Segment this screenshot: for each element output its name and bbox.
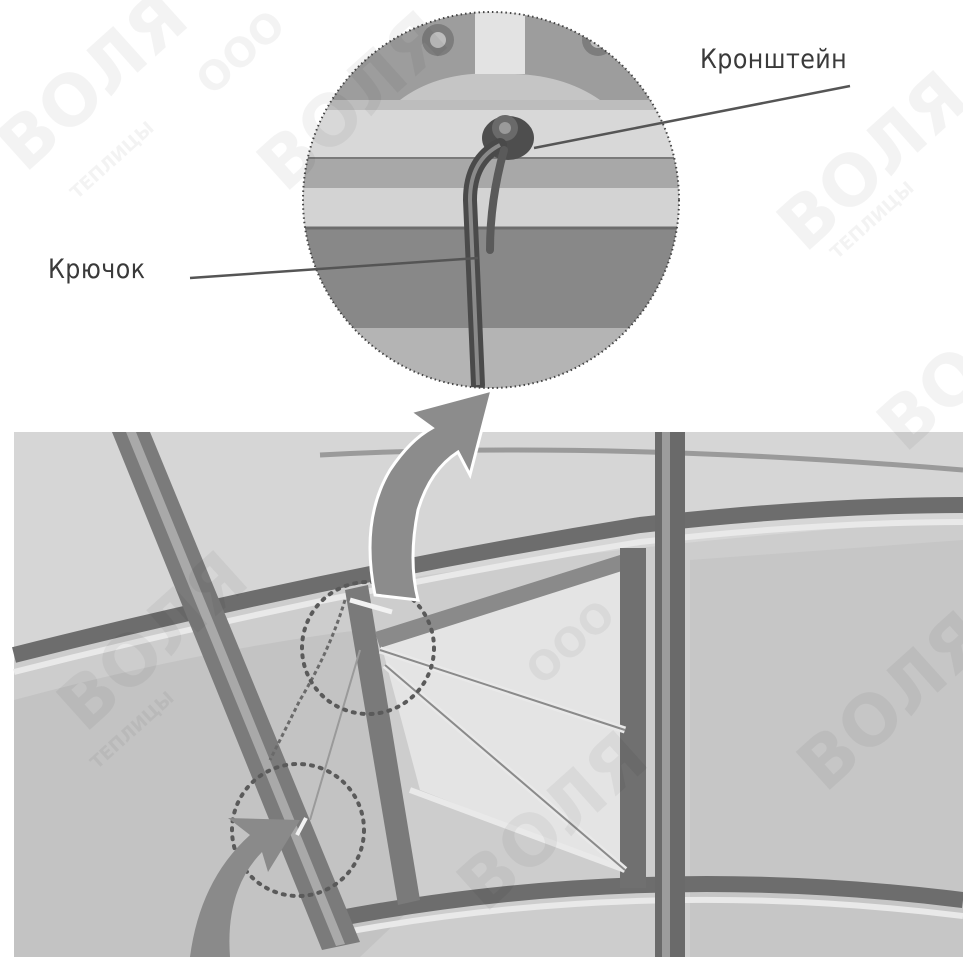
zoom-band-5 xyxy=(300,328,680,398)
right-main-post-shine xyxy=(662,432,670,957)
rivet-right xyxy=(582,24,614,56)
label-hook: Крючок xyxy=(48,254,146,285)
vent-right-post xyxy=(620,548,646,888)
zoom-band-2 xyxy=(300,158,680,188)
zoom-top-bar xyxy=(475,10,525,74)
label-bracket: Кронштейн xyxy=(700,44,847,75)
